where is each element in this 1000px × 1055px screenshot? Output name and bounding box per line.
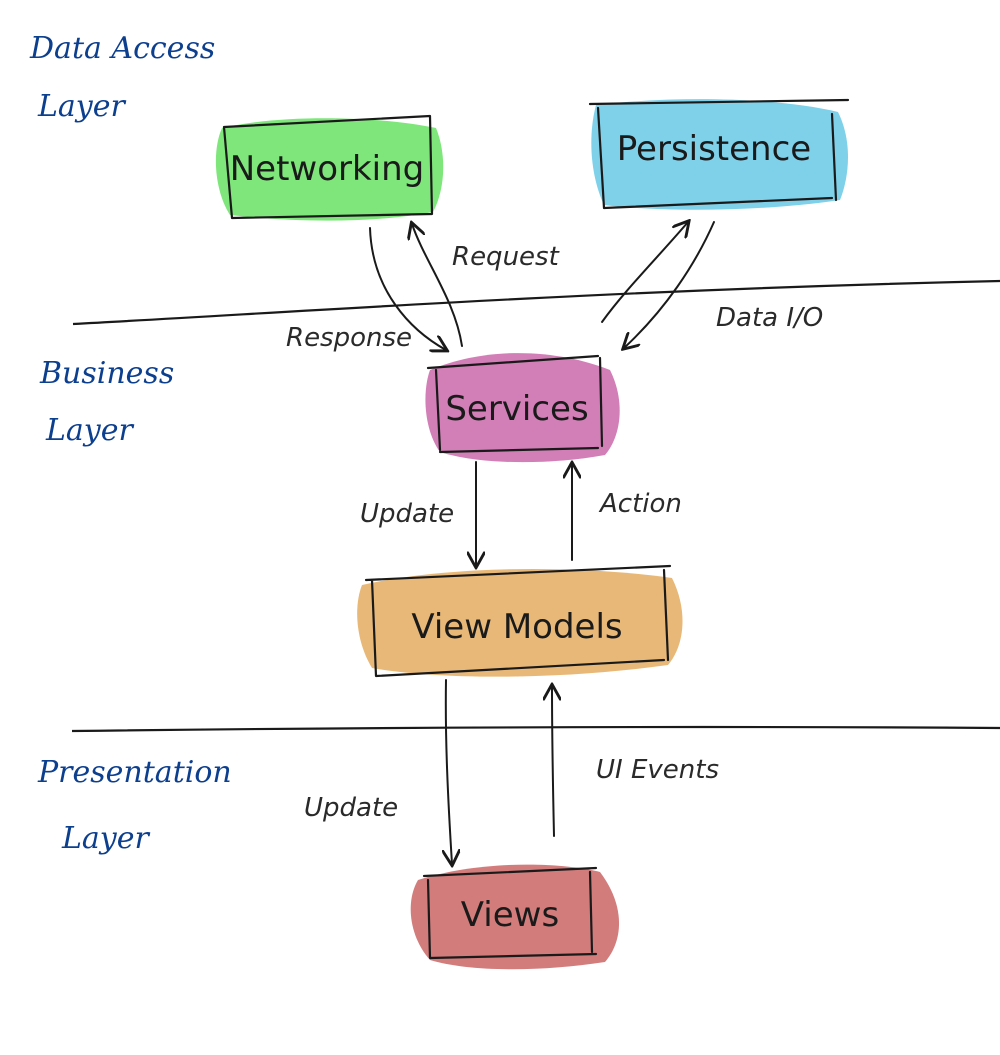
response-label: Response	[286, 323, 412, 353]
action-label: Action	[598, 489, 682, 519]
edge-update-views: Update	[304, 679, 452, 864]
layer-label-data-access-line2: Layer	[37, 89, 127, 124]
services-frame	[426, 354, 604, 454]
divider-business-presentation	[71, 725, 1000, 733]
edge-data-io: Data I/O	[601, 221, 823, 348]
update-services-label: Update	[360, 499, 454, 529]
edge-ui-events: UI Events	[552, 686, 719, 837]
update-views-label: Update	[304, 793, 398, 823]
ui-events-arrow	[552, 686, 554, 837]
services-label: Services	[445, 389, 588, 429]
persistence-frame	[588, 98, 850, 210]
networking-label: Networking	[230, 149, 425, 189]
response-arrow	[369, 227, 446, 350]
view-models-fill	[357, 568, 683, 677]
services-fill	[425, 353, 620, 463]
layer-label-presentation-line2: Layer	[61, 821, 151, 856]
layer-label-data-access: Data Access Layer	[29, 31, 215, 124]
node-view-models: View Models	[357, 564, 683, 678]
persistence-fill	[591, 99, 848, 210]
data-io-arrow-up	[601, 222, 688, 323]
layer-label-data-access-line1: Data Access	[29, 31, 215, 66]
data-io-label: Data I/O	[716, 303, 823, 333]
layer-label-presentation: Presentation Layer	[37, 755, 232, 856]
edge-request: Request	[412, 224, 560, 347]
edge-response: Response	[286, 227, 446, 353]
persistence-label: Persistence	[617, 129, 811, 169]
views-label: Views	[461, 895, 559, 935]
divider-data-business	[72, 279, 1000, 326]
networking-fill	[215, 118, 444, 221]
view-models-label: View Models	[411, 607, 622, 647]
layer-label-business-line2: Layer	[45, 413, 135, 448]
layer-label-business-line1: Business	[39, 356, 174, 391]
layer-label-business: Business Layer	[39, 356, 174, 448]
request-label: Request	[452, 242, 560, 272]
update-views-arrow	[446, 679, 452, 864]
views-fill	[410, 864, 620, 970]
edge-action: Action	[572, 464, 682, 561]
node-networking: Networking	[215, 114, 444, 221]
view-models-frame	[364, 564, 672, 678]
data-io-arrow-down	[624, 221, 715, 348]
node-views: Views	[410, 864, 620, 970]
networking-frame	[222, 114, 434, 220]
node-persistence: Persistence	[588, 98, 850, 210]
layer-label-presentation-line1: Presentation	[37, 755, 232, 790]
ui-events-label: UI Events	[596, 755, 719, 785]
views-frame	[422, 866, 598, 960]
request-arrow	[412, 224, 463, 347]
node-services: Services	[425, 353, 620, 463]
edge-update-services: Update	[360, 461, 476, 566]
